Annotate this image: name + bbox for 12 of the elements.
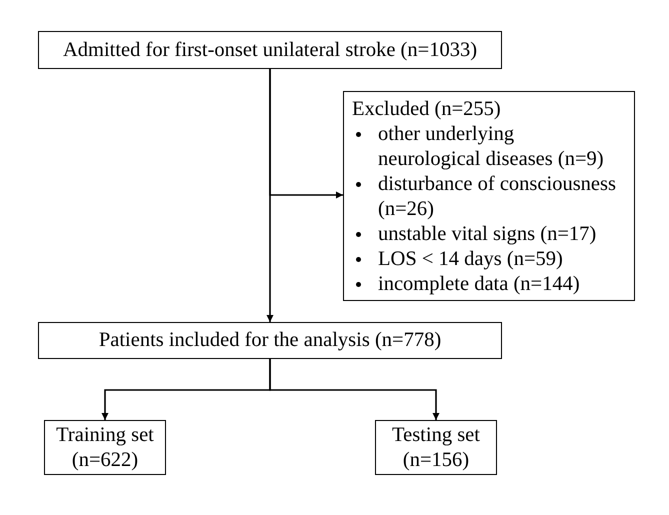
process-box xyxy=(38,322,502,359)
arrow xyxy=(266,69,274,322)
box-text: Testing set (n=156) xyxy=(391,422,481,472)
arrow xyxy=(269,359,440,420)
box-text: Training set (n=622) xyxy=(55,422,155,472)
process-box xyxy=(38,31,502,69)
box-text: Patients included for the analysis (n=778) xyxy=(98,328,442,353)
box-heading: Excluded (n=255) xyxy=(352,97,501,122)
box-text: Admitted for first-onset unilateral stroke (n=1033) xyxy=(62,38,478,62)
process-box xyxy=(44,420,166,475)
process-box: Excluded (n=255) other underlying neurological diseases (n=9) disturbance of consciousness (n=26) unstable vital signs (n=17) LOS < 14 days (n=59) incomplete data (n=144) xyxy=(343,91,635,301)
process-box xyxy=(375,420,497,475)
